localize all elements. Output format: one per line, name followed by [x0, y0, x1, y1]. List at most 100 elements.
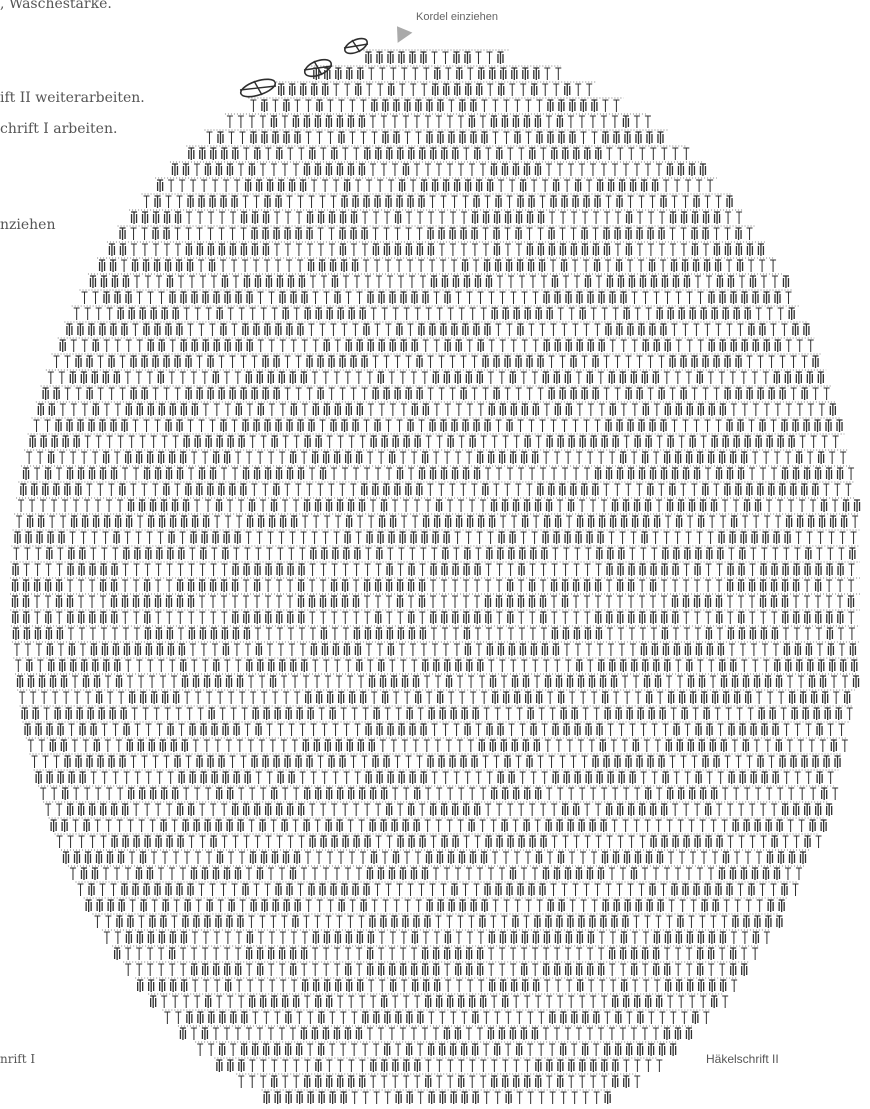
- crochet-stitch-icon: [250, 436, 256, 448]
- crochet-stitch-icon: [487, 180, 493, 192]
- crochet-stitch-icon: [56, 804, 62, 816]
- crochet-stitch-icon: [463, 148, 469, 160]
- crochet-stitch-icon: [686, 532, 692, 544]
- crochet-stitch-icon: [418, 324, 424, 336]
- crochet-stitch-icon: [832, 500, 838, 512]
- crochet-stitch-icon: [705, 580, 711, 592]
- crochet-stitch-icon: [466, 452, 472, 464]
- crochet-stitch-icon: [178, 628, 184, 640]
- crochet-stitch-icon: [539, 324, 545, 336]
- crochet-stitch-icon: [600, 916, 606, 928]
- crochet-stitch-icon: [78, 596, 84, 608]
- crochet-stitch-icon: [577, 932, 583, 944]
- crochet-stitch-icon: [477, 948, 483, 960]
- crochet-stitch-icon: [620, 948, 626, 960]
- crochet-stitch-icon: [467, 340, 473, 352]
- crochet-stitch-icon: [333, 772, 339, 784]
- crochet-stitch-icon: [641, 180, 647, 192]
- crochet-stitch-icon: [551, 580, 557, 592]
- crochet-stitch-icon: [150, 500, 156, 512]
- crochet-stitch-icon: [372, 484, 378, 496]
- crochet-stitch-icon: [254, 884, 260, 896]
- crochet-stitch-icon: [628, 612, 634, 624]
- crochet-stitch-icon: [659, 212, 665, 224]
- crochet-stitch-icon: [423, 292, 429, 304]
- crochet-stitch-icon: [199, 596, 205, 608]
- crochet-stitch-icon: [26, 532, 32, 544]
- crochet-stitch-icon: [672, 196, 678, 208]
- crochet-stitch-icon: [814, 708, 820, 720]
- crochet-stitch-icon: [615, 756, 621, 768]
- crochet-stitch-icon: [140, 308, 146, 320]
- crochet-stitch-icon: [263, 1044, 269, 1056]
- crochet-stitch-icon: [648, 388, 654, 400]
- crochet-stitch-icon: [450, 244, 456, 256]
- crochet-stitch-icon: [426, 692, 432, 704]
- crochet-stitch-icon: [838, 548, 844, 560]
- crochet-stitch-icon: [65, 388, 71, 400]
- crochet-stitch-icon: [113, 724, 119, 736]
- crochet-stitch-icon: [285, 212, 291, 224]
- crochet-stitch-icon: [694, 420, 700, 432]
- crochet-stitch-icon: [271, 116, 277, 128]
- crochet-stitch-icon: [675, 660, 681, 672]
- crochet-stitch-icon: [771, 612, 777, 624]
- crochet-stitch-icon: [616, 708, 622, 720]
- crochet-stitch-icon: [629, 564, 635, 576]
- crochet-stitch-icon: [421, 180, 427, 192]
- crochet-stitch-icon: [730, 452, 736, 464]
- crochet-stitch-icon: [775, 404, 781, 416]
- crochet-stitch-icon: [89, 580, 95, 592]
- crochet-stitch-icon: [327, 692, 333, 704]
- crochet-stitch-icon: [767, 692, 773, 704]
- crochet-stitch-icon: [505, 244, 511, 256]
- crochet-stitch-icon: [414, 164, 420, 176]
- crochet-stitch-icon: [370, 500, 376, 512]
- crochet-stitch-icon: [590, 500, 596, 512]
- crochet-stitch-icon: [474, 196, 480, 208]
- crochet-stitch-icon: [326, 996, 332, 1008]
- crochet-stitch-icon: [259, 916, 265, 928]
- crochet-stitch-icon: [692, 212, 698, 224]
- crochet-stitch-icon: [230, 356, 236, 368]
- crochet-stitch-icon: [736, 388, 742, 400]
- crochet-stitch-icon: [403, 996, 409, 1008]
- crochet-stitch-icon: [532, 868, 538, 880]
- crochet-stitch-icon: [321, 564, 327, 576]
- crochet-stitch-icon: [246, 452, 252, 464]
- crochet-stitch-icon: [212, 180, 218, 192]
- crochet-stitch-icon: [446, 676, 452, 688]
- crochet-stitch-icon: [114, 452, 120, 464]
- crochet-stitch-icon: [537, 484, 543, 496]
- crochet-stitch-icon: [257, 452, 263, 464]
- crochet-stitch-icon: [218, 484, 224, 496]
- crochet-stitch-icon: [214, 980, 220, 992]
- crochet-stitch-icon: [804, 468, 810, 480]
- crochet-stitch-icon: [316, 132, 322, 144]
- crochet-stitch-icon: [354, 564, 360, 576]
- crochet-stitch-icon: [693, 708, 699, 720]
- crochet-stitch-icon: [810, 788, 816, 800]
- crochet-stitch-icon: [578, 676, 584, 688]
- crochet-stitch-icon: [653, 660, 659, 672]
- crochet-stitch-icon: [484, 324, 490, 336]
- crochet-stitch-icon: [479, 740, 485, 752]
- crochet-stitch-icon: [245, 772, 251, 784]
- crochet-stitch-icon: [472, 1012, 478, 1024]
- crochet-stitch-icon: [511, 68, 517, 80]
- crochet-stitch-icon: [364, 420, 370, 432]
- crochet-stitch-icon: [120, 356, 126, 368]
- crochet-stitch-icon: [444, 372, 450, 384]
- crochet-stitch-icon: [507, 420, 513, 432]
- crochet-stitch-icon: [153, 388, 159, 400]
- crochet-stitch-icon: [34, 580, 40, 592]
- crochet-stitch-icon: [173, 852, 179, 864]
- crochet-stitch-icon: [444, 660, 450, 672]
- crochet-stitch-icon: [603, 484, 609, 496]
- crochet-stitch-icon: [423, 980, 429, 992]
- crochet-stitch-icon: [218, 900, 224, 912]
- crochet-stitch-icon: [605, 260, 611, 272]
- crochet-stitch-icon: [434, 404, 440, 416]
- crochet-stitch-icon: [741, 452, 747, 464]
- crochet-stitch-icon: [229, 900, 235, 912]
